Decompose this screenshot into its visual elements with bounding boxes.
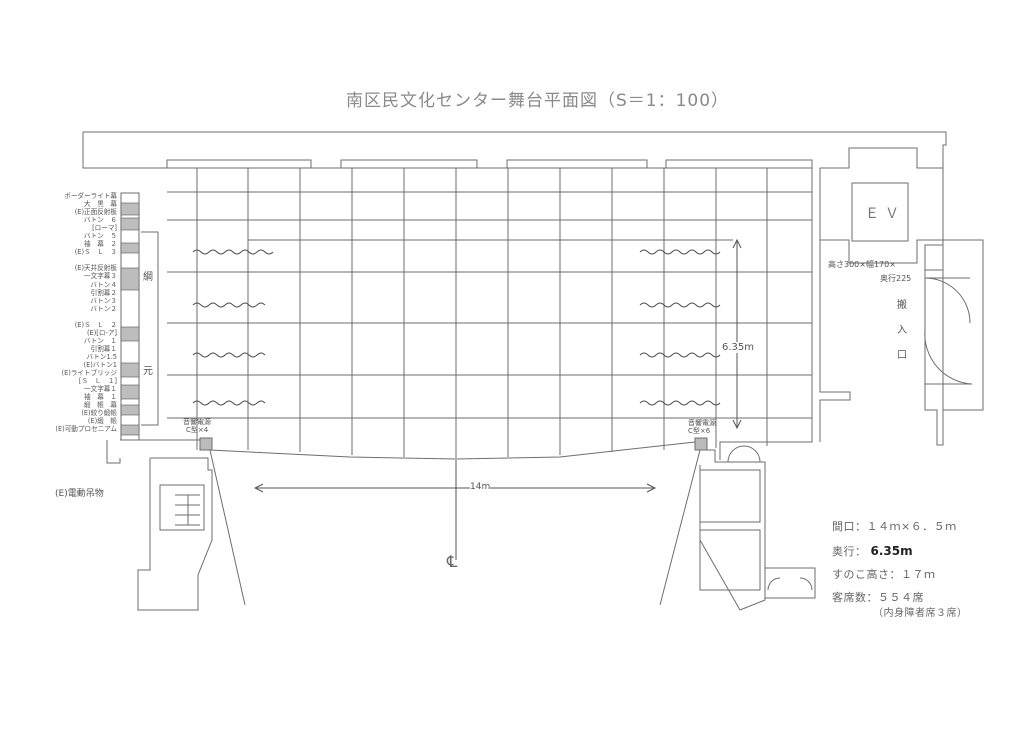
power-right-line2: C型×6 bbox=[688, 427, 711, 435]
depth-dimension: 6.35m bbox=[722, 342, 755, 353]
loading-char-3: 口 bbox=[897, 350, 907, 361]
batten-item: バトン1.5 bbox=[86, 352, 117, 361]
spec-opening: 間口：１４ｍ×６．５ｍ bbox=[832, 520, 957, 533]
building-outline bbox=[83, 131, 947, 446]
batten-item: 引割幕２ bbox=[90, 288, 117, 297]
ev-size-a: 高さ300×幅170× bbox=[828, 260, 896, 269]
spec-seats: 客席数：５５４席 bbox=[832, 591, 924, 604]
batten-item: [Ｓ Ｌ １] bbox=[78, 377, 117, 386]
motor-label: (E)電動吊物 bbox=[55, 489, 104, 499]
curtain-waves bbox=[192, 249, 721, 406]
power-right-line1: 音響電源 bbox=[688, 419, 716, 427]
back-wall bbox=[82, 132, 813, 169]
spec-grid-height: すのこ高さ：１７ｍ bbox=[832, 568, 936, 581]
batten-item: バトン３ bbox=[90, 296, 117, 305]
batten-item: 袖 幕 １ bbox=[84, 393, 117, 402]
batten-item: (E)ライトブリッジ bbox=[61, 369, 117, 378]
ev-shaft bbox=[820, 147, 944, 264]
ev-label: ＥＶ bbox=[865, 206, 905, 222]
centerline-mark: ℄ bbox=[447, 552, 458, 571]
batten-item: バトン ５ bbox=[83, 232, 117, 241]
batten-item: バトン２ bbox=[90, 304, 117, 313]
batten-item: 袖 幕 ２ bbox=[84, 240, 117, 249]
batten-item: バトン４ bbox=[90, 280, 117, 289]
fly-rail bbox=[120, 192, 140, 441]
batten-item: ボーダーライト幕 bbox=[64, 192, 117, 200]
left-stair-area bbox=[137, 457, 213, 611]
batten-item: 一文字幕１ bbox=[84, 385, 117, 394]
batten-item: (E)Ｓ Ｌ ３ bbox=[74, 248, 117, 257]
batten-item: 一文字幕３ bbox=[84, 272, 117, 281]
batten-item bbox=[37, 313, 119, 321]
batten-item: (E)Ｓ Ｌ ２ bbox=[74, 320, 117, 329]
batten-item: (E)正面反射板 bbox=[74, 208, 117, 217]
batten-item: 緞 帳 幕 bbox=[84, 401, 117, 410]
batten-item: (E)絞り緞帳 bbox=[81, 409, 117, 418]
batten-item: (E)緞 帳 bbox=[87, 417, 117, 426]
width-dimension: 14m bbox=[470, 482, 491, 492]
batten-item: (E)可動プロセニアム bbox=[55, 425, 117, 434]
batten-item: バトン ６ bbox=[83, 216, 117, 225]
ev-size-b: 奥行225 bbox=[880, 274, 912, 283]
loading-char-2: 入 bbox=[897, 325, 907, 336]
batten-item: (E)[ロ-ア] bbox=[86, 328, 117, 337]
power-left-line1: 音響電源 bbox=[183, 418, 211, 426]
spec-depth: 奥行： 6.35m bbox=[832, 543, 913, 559]
batten-item: [ローマ] bbox=[92, 224, 117, 233]
batten-item: (E)バトン1 bbox=[83, 360, 118, 369]
fly-label-top: 綱 bbox=[143, 272, 153, 283]
stage-edge bbox=[167, 439, 696, 460]
fly-label-bottom: 元 bbox=[143, 366, 153, 377]
spec-seats-note: （内身障者席３席） bbox=[873, 608, 968, 619]
batten-item: 引割幕１ bbox=[90, 344, 117, 353]
spec-depth-label: 奥行： bbox=[832, 545, 867, 558]
batten-item: 大 黒 幕 bbox=[84, 200, 117, 209]
loading-char-1: 搬 bbox=[897, 300, 907, 311]
batten-item: バトン １ bbox=[83, 336, 117, 345]
batten-item: (E)天井反射板 bbox=[74, 264, 117, 273]
power-left-line2: C型×4 bbox=[186, 426, 209, 434]
plan-title: 南区民文化センター舞台平面図（S＝1：100） bbox=[346, 91, 730, 111]
spec-depth-value: 6.35m bbox=[870, 544, 913, 558]
batten-item bbox=[37, 256, 119, 264]
